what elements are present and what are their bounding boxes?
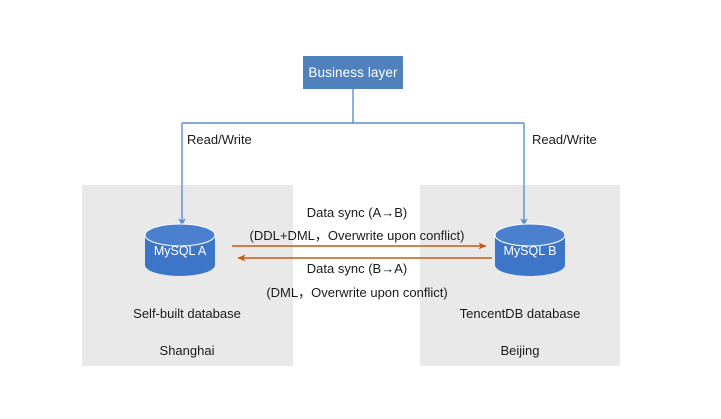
business-layer-node[interactable]: Business layer (303, 56, 403, 89)
zone-region-left: Shanghai (159, 343, 215, 358)
zone-database-type-right: TencentDB database (459, 306, 581, 321)
database-cylinder-b (494, 223, 566, 276)
sync-a-to-b-title: Data sync (A→B) (306, 205, 408, 220)
read-write-label-left: Read/Write (187, 132, 252, 147)
sync-b-to-a-detail: (DML，Overwrite upon conflict) (266, 285, 448, 300)
database-cylinder-a (144, 223, 216, 276)
sync-a-to-b-detail: (DDL+DML，Overwrite upon conflict) (249, 228, 465, 243)
read-write-label-right: Read/Write (532, 132, 597, 147)
sync-b-to-a-title: Data sync (B→A) (306, 261, 408, 276)
zone-region-right: Beijing (500, 343, 540, 358)
database-label-b: MySQL B (503, 244, 557, 258)
zone-database-type-left: Self-built database (133, 306, 241, 321)
database-label-a: MySQL A (153, 244, 207, 258)
business-layer-connector (178, 89, 528, 226)
